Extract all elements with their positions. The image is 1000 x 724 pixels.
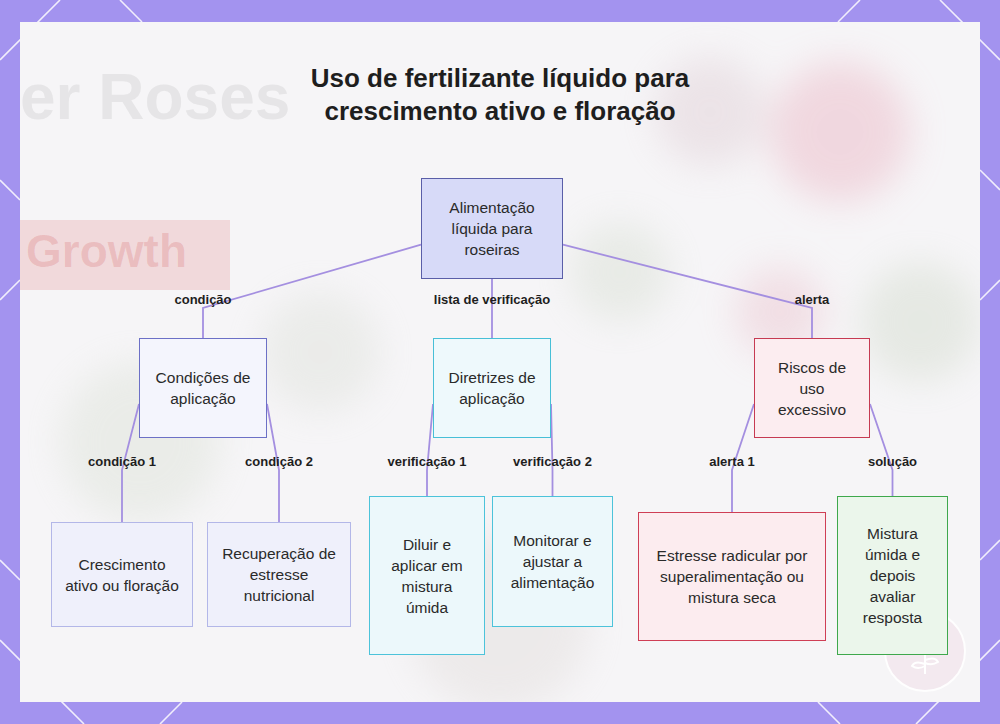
node-text: Estresse radicular por superalimentação … <box>651 545 813 608</box>
node-text: Alimentação líquida para roseiras <box>436 197 548 260</box>
connector-line <box>491 279 493 338</box>
watermark-text: er Roses <box>20 60 290 134</box>
node-text: Crescimento ativo ou floração <box>64 554 180 596</box>
node-text: Diretrizes de aplicação <box>446 367 538 409</box>
node-text: Mistura úmida e depois avaliar resposta <box>852 523 933 628</box>
connector-line <box>563 245 812 338</box>
node-text: Condições de aplicação <box>150 367 256 409</box>
edge-label: lista de verificação <box>434 292 550 307</box>
edge-label: condição <box>174 292 231 307</box>
node-text: Monitorar e ajustar a alimentação <box>505 530 600 593</box>
alert-box: Estresse radicular por superalimentação … <box>638 512 826 641</box>
watermark-text: Growth <box>26 224 187 278</box>
edge-label: verificação 1 <box>388 454 467 469</box>
category-box: Riscos de uso excessivo <box>754 338 870 438</box>
edge-label: alerta <box>795 292 830 307</box>
solution-box: Mistura úmida e depois avaliar resposta <box>837 496 948 655</box>
edge-label: alerta 1 <box>709 454 755 469</box>
edge-label: solução <box>868 454 917 469</box>
leaf-box: Crescimento ativo ou floração <box>51 522 193 627</box>
node-text: Recuperação de estresse nutricional <box>218 543 340 606</box>
node-text: Riscos de uso excessivo <box>767 357 857 420</box>
connector-line <box>870 404 893 496</box>
leaf-box: Recuperação de estresse nutricional <box>207 522 351 627</box>
root-box: Alimentação líquida para roseiras <box>421 178 563 279</box>
diagram-title: Uso de fertilizante líquido para crescim… <box>250 62 750 128</box>
node-text: Diluir e aplicar em mistura úmida <box>386 534 468 618</box>
leaf-box: Diluir e aplicar em mistura úmida <box>369 496 485 655</box>
leaf-box: Monitorar e ajustar a alimentação <box>492 496 613 627</box>
category-box: Condições de aplicação <box>139 338 267 438</box>
category-box: Diretrizes de aplicação <box>433 338 551 438</box>
edge-label: verificação 2 <box>513 454 592 469</box>
connector-line <box>551 404 553 496</box>
edge-label: condição 2 <box>245 454 313 469</box>
connector-line <box>203 245 421 338</box>
edge-label: condição 1 <box>88 454 156 469</box>
